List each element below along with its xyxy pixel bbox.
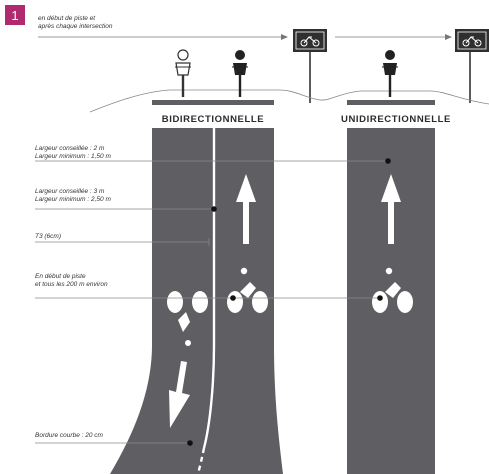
unidirectional-track-edge — [347, 100, 435, 105]
arrow-up-icon — [381, 174, 401, 244]
bicycle-sign-icon — [293, 29, 327, 103]
top-note-line-1: en début de piste et — [38, 15, 96, 22]
top-note-line-2: après chaque intersection — [38, 23, 113, 30]
annotation-4-line-1: En début de piste — [35, 273, 86, 280]
annotation-curb: Bordure courbe : 20 cm — [35, 432, 193, 446]
annotation-width-unidirectional: Largeur conseillée : 2 m Largeur minimum… — [35, 145, 391, 164]
annotation-1-line-1: Largeur conseillée : 2 m — [35, 145, 105, 152]
arrow-up-icon — [236, 174, 256, 244]
arrow-down-icon — [169, 361, 190, 428]
bicycle-sign-icon — [455, 29, 489, 103]
top-arrow-2 — [335, 34, 452, 40]
cyclist-icon — [232, 50, 248, 97]
annotation-5-line-1: Bordure courbe : 20 cm — [35, 432, 104, 439]
annotation-2-line-2: Largeur minimum : 2,50 m — [35, 196, 111, 203]
annotation-2-line-1: Largeur conseillée : 3 m — [35, 188, 105, 195]
section-heading-unidirectional: UNIDIRECTIONNELLE — [341, 114, 451, 125]
cyclist-icon — [382, 50, 398, 97]
annotation-1-line-2: Largeur minimum : 1,50 m — [35, 153, 111, 160]
figure-number-badge: 1 — [5, 5, 25, 25]
bicycle-marking-icon — [372, 267, 413, 313]
bidirectional-track-edge — [152, 100, 274, 105]
annotation-4-line-2: et tous les 200 m environ — [35, 281, 108, 288]
figure-number: 1 — [11, 8, 18, 23]
embankment-line — [89, 89, 489, 113]
bicycle-marking-icon — [167, 291, 208, 346]
section-heading-bidirectional: BIDIRECTIONNELLE — [162, 114, 265, 125]
annotation-marking-frequency: En début de piste et tous les 200 m envi… — [35, 273, 383, 301]
center-line-dashed — [196, 447, 206, 474]
top-arrow-1 — [38, 34, 288, 40]
cyclist-icon — [175, 49, 191, 97]
annotation-width-bidirectional: Largeur conseillée : 3 m Largeur minimum… — [35, 188, 217, 212]
annotation-3-line-1: T3 (6cm) — [35, 233, 61, 240]
center-line-solid — [202, 128, 216, 449]
annotation-line-type: T3 (6cm) — [35, 233, 210, 246]
